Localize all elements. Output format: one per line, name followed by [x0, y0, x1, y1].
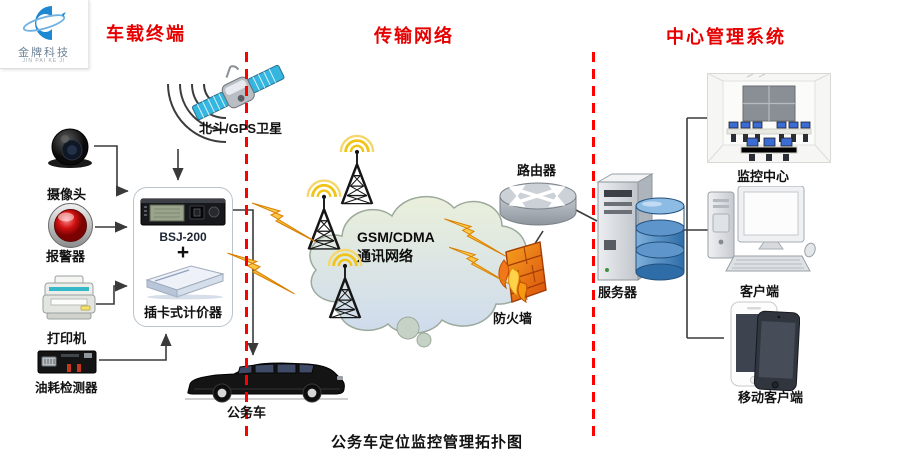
mobile-client-label: 移动客户端 [738, 390, 804, 405]
signal-tower-icon [306, 179, 342, 250]
server-icon [596, 173, 685, 281]
meter-device-icon [145, 265, 225, 300]
satellite-label: 北斗/GPS卫星 [199, 121, 283, 136]
monitor-center-icon [707, 73, 831, 163]
server-label: 服务器 [598, 285, 638, 300]
lightning-bolt-icon [449, 246, 509, 285]
router-icon [499, 182, 577, 226]
header-vehicle-terminal: 车载终端 [106, 24, 186, 44]
lightning-bolt-icon [227, 252, 295, 295]
cloud-label: GSM/CDMA 通讯网络 [357, 228, 435, 266]
satellite-icon [167, 64, 285, 143]
camera-icon [48, 128, 92, 168]
alarm-icon [48, 203, 93, 248]
logo-name: 金牌科技 [18, 47, 70, 59]
plus-sign: + [176, 241, 190, 264]
divider-network-management [592, 52, 595, 436]
company-logo: 金牌科技 JIN PAI KE JI [0, 0, 89, 69]
firewall-icon [498, 241, 547, 304]
alarm-label: 报警器 [46, 249, 86, 264]
terminal-model-label: BSJ-200 [159, 230, 207, 244]
fuel-detector-label: 油耗检测器 [35, 381, 98, 395]
router-label: 路由器 [517, 163, 557, 178]
lightning-bolt-icon [252, 202, 316, 243]
camera-label: 摄像头 [47, 187, 87, 202]
divider-vehicle-network [245, 52, 248, 436]
cloud-label-line1: GSM/CDMA [357, 229, 435, 245]
car-icon [185, 362, 348, 403]
client-desktop-icon [707, 186, 816, 272]
bsj200-device-icon [140, 198, 226, 226]
logo-subtext: JIN PAI KE JI [22, 58, 66, 64]
signal-tower-icon [327, 248, 363, 319]
logo-mark-icon [22, 5, 66, 40]
car-label: 公务车 [227, 405, 267, 420]
vehicle-terminal-box: BSJ-200 + 插卡式计价器 [133, 187, 233, 327]
fuel-detector-icon [37, 350, 97, 374]
header-transmission-network: 传输网络 [374, 26, 454, 46]
firewall-label: 防火墙 [493, 311, 533, 326]
diagram-caption: 公务车定位监控管理拓扑图 [331, 434, 524, 451]
header-central-management: 中心管理系统 [666, 27, 786, 47]
lightning-bolt-icon [444, 218, 506, 257]
monitor-center-label: 监控中心 [737, 169, 790, 184]
mobile-client-icon [730, 301, 800, 392]
signal-tower-icon [339, 134, 375, 205]
printer-icon [42, 275, 96, 320]
meter-label: 插卡式计价器 [143, 305, 222, 320]
cloud-label-line2: 通讯网络 [357, 248, 413, 264]
printer-label: 打印机 [47, 331, 87, 346]
client-label: 客户端 [740, 284, 780, 299]
